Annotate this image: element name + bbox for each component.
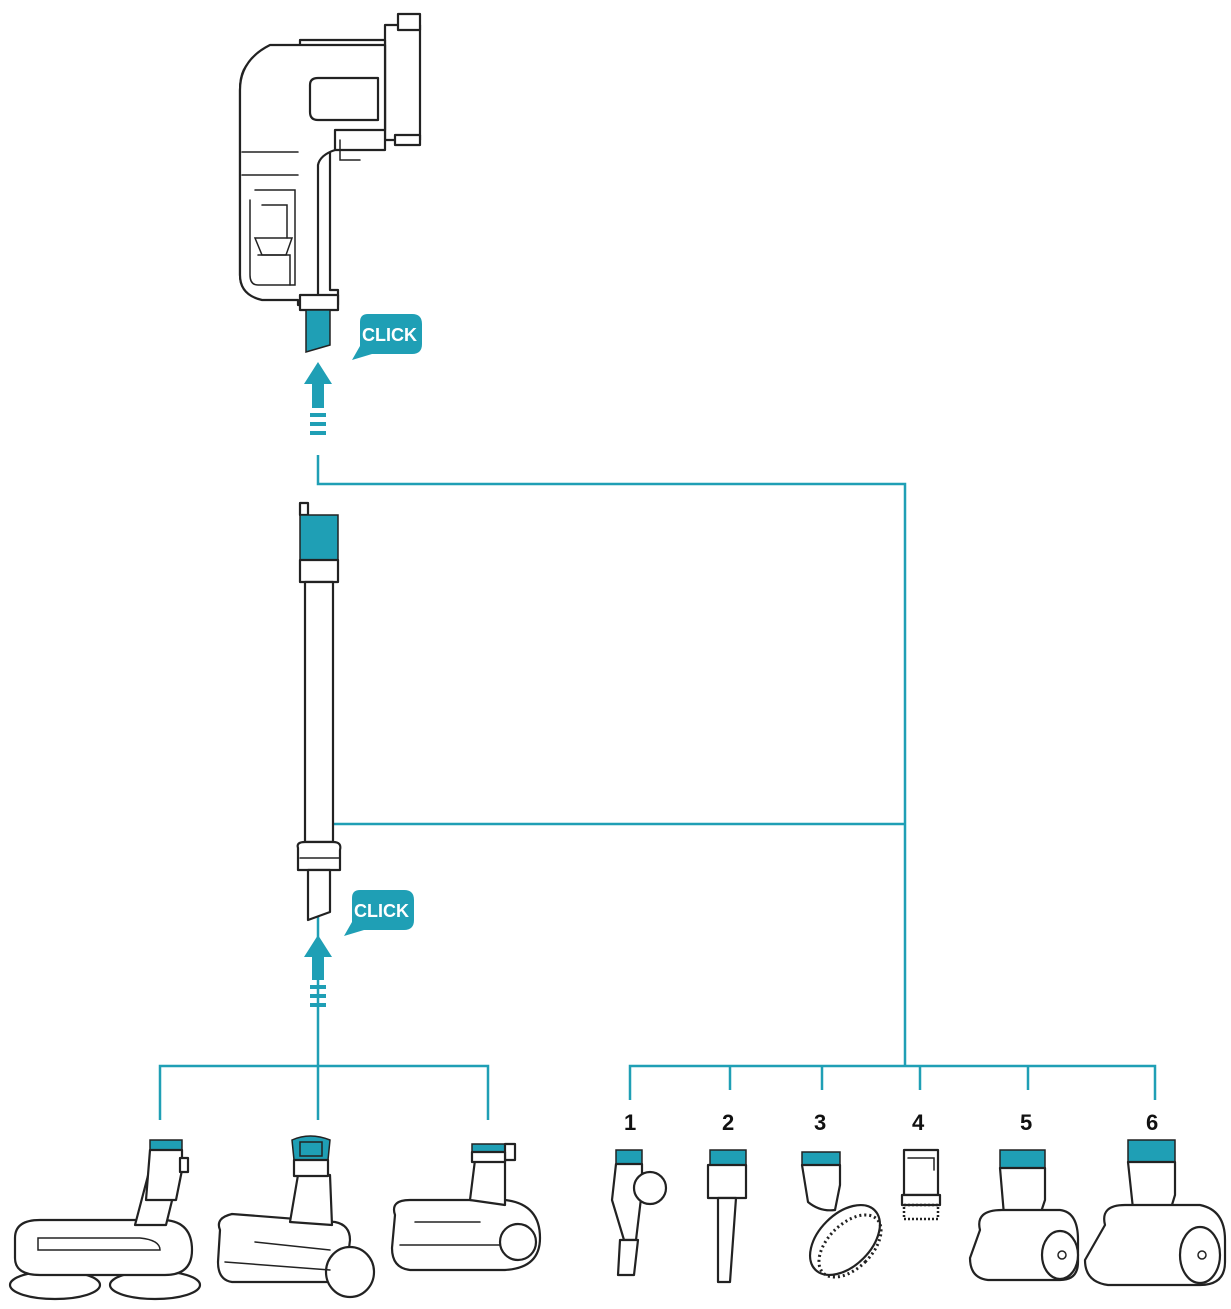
accessory-number-6: 6 xyxy=(1146,1110,1158,1135)
accessory-number-4: 4 xyxy=(912,1110,925,1135)
extension-tube xyxy=(296,501,342,922)
click-badge-top: CLICK xyxy=(352,314,422,360)
accessory-number-3: 3 xyxy=(814,1110,826,1135)
accessory-number-2: 2 xyxy=(722,1110,734,1135)
accessory-3-dusting-brush xyxy=(800,1151,883,1279)
accessory-6-motorized-brush xyxy=(1083,1139,1227,1287)
up-arrow-top xyxy=(304,362,332,435)
accessory-1-crevice-tool xyxy=(610,1149,668,1277)
click-badge-bottom: CLICK xyxy=(344,890,414,936)
accessory-number-1: 1 xyxy=(624,1110,636,1135)
accessory-4-mini-brush xyxy=(900,1148,942,1221)
accessory-number-5: 5 xyxy=(1020,1110,1032,1135)
accessory-numbers: 1 2 3 4 5 6 xyxy=(624,1110,1158,1135)
handheld-vacuum-unit xyxy=(238,12,422,353)
accessory-2-long-crevice-tool xyxy=(706,1149,748,1284)
up-arrow-bottom xyxy=(304,935,332,1007)
soft-roller-floor-head xyxy=(390,1142,542,1272)
accessory-5-mini-motorized-brush xyxy=(968,1149,1080,1282)
mop-floor-head xyxy=(8,1139,202,1301)
click-badge-top-text: CLICK xyxy=(362,325,417,345)
click-badge-bottom-text: CLICK xyxy=(354,901,409,921)
turbo-brush-floor-head xyxy=(216,1135,376,1299)
